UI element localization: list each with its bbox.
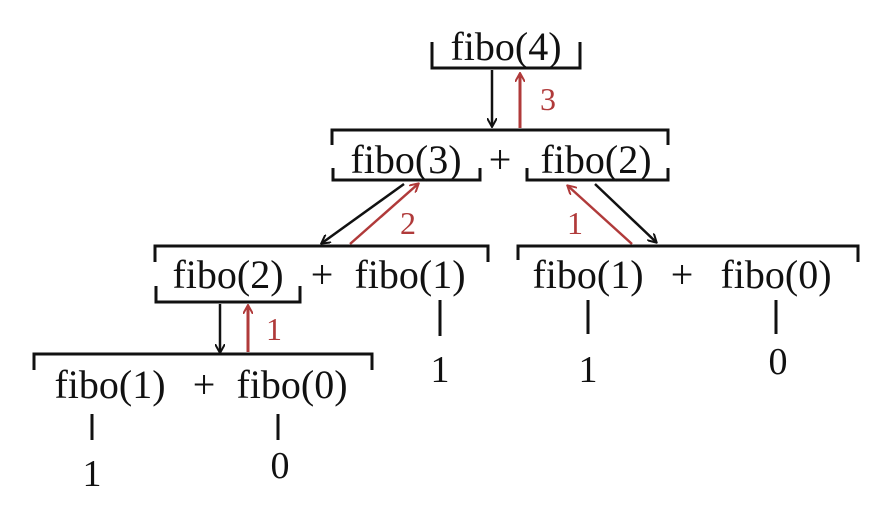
level1-node: fibo(3) + fibo(2) <box>330 128 670 182</box>
root-label: fibo(4) <box>450 24 561 69</box>
level1-operator: + <box>489 137 512 182</box>
level3-node: fibo(1) + fibo(0) <box>32 352 374 407</box>
level3-operator: + <box>193 362 216 407</box>
return-value-fibo2-left: 1 <box>266 311 282 347</box>
return-arrow-fibo2-right <box>568 186 633 245</box>
level2-right-operator: + <box>671 252 694 297</box>
leaf-fibo1-level3: 1 <box>83 453 102 495</box>
leaf-fibo0-level2-right: 0 <box>769 341 788 383</box>
level2-left-bracket <box>153 244 490 262</box>
leaf-fibo1-level2: 1 <box>431 349 450 391</box>
level2-left-right-term: fibo(1) <box>354 252 465 297</box>
level2-right-left-term: fibo(1) <box>532 252 643 297</box>
level2-left-term: fibo(2) <box>172 252 283 297</box>
call-arrow-fibo2-right <box>594 183 656 242</box>
level1-right-bracket <box>525 168 670 182</box>
level2-left-sub-bracket <box>154 286 302 304</box>
level2-left-operator: + <box>311 252 334 297</box>
level2-right-bracket <box>516 244 860 262</box>
leaf-fibo1-level2-right: 1 <box>579 349 598 391</box>
root-bracket <box>430 42 582 70</box>
level3-right-term: fibo(0) <box>236 362 347 407</box>
return-value-fibo2-right: 1 <box>567 205 583 241</box>
level2-right-right-term: fibo(0) <box>720 252 831 297</box>
level3-left-term: fibo(1) <box>54 362 165 407</box>
leaf-fibo0-level3: 0 <box>271 445 290 487</box>
return-value-root: 3 <box>540 81 556 117</box>
level2-left-node: fibo(2) + fibo(1) <box>153 244 490 304</box>
return-value-fibo3: 2 <box>400 205 416 241</box>
call-arrow-fibo3 <box>322 182 405 243</box>
level1-right-term: fibo(2) <box>540 137 651 182</box>
root-node: fibo(4) <box>430 24 582 70</box>
level3-bracket <box>32 352 374 370</box>
level1-left-bracket <box>331 168 482 182</box>
level1-left-term: fibo(3) <box>350 137 461 182</box>
return-arrow-fibo3 <box>349 184 418 245</box>
level1-bracket <box>330 128 670 145</box>
level2-right-node: fibo(1) + fibo(0) <box>516 244 860 297</box>
